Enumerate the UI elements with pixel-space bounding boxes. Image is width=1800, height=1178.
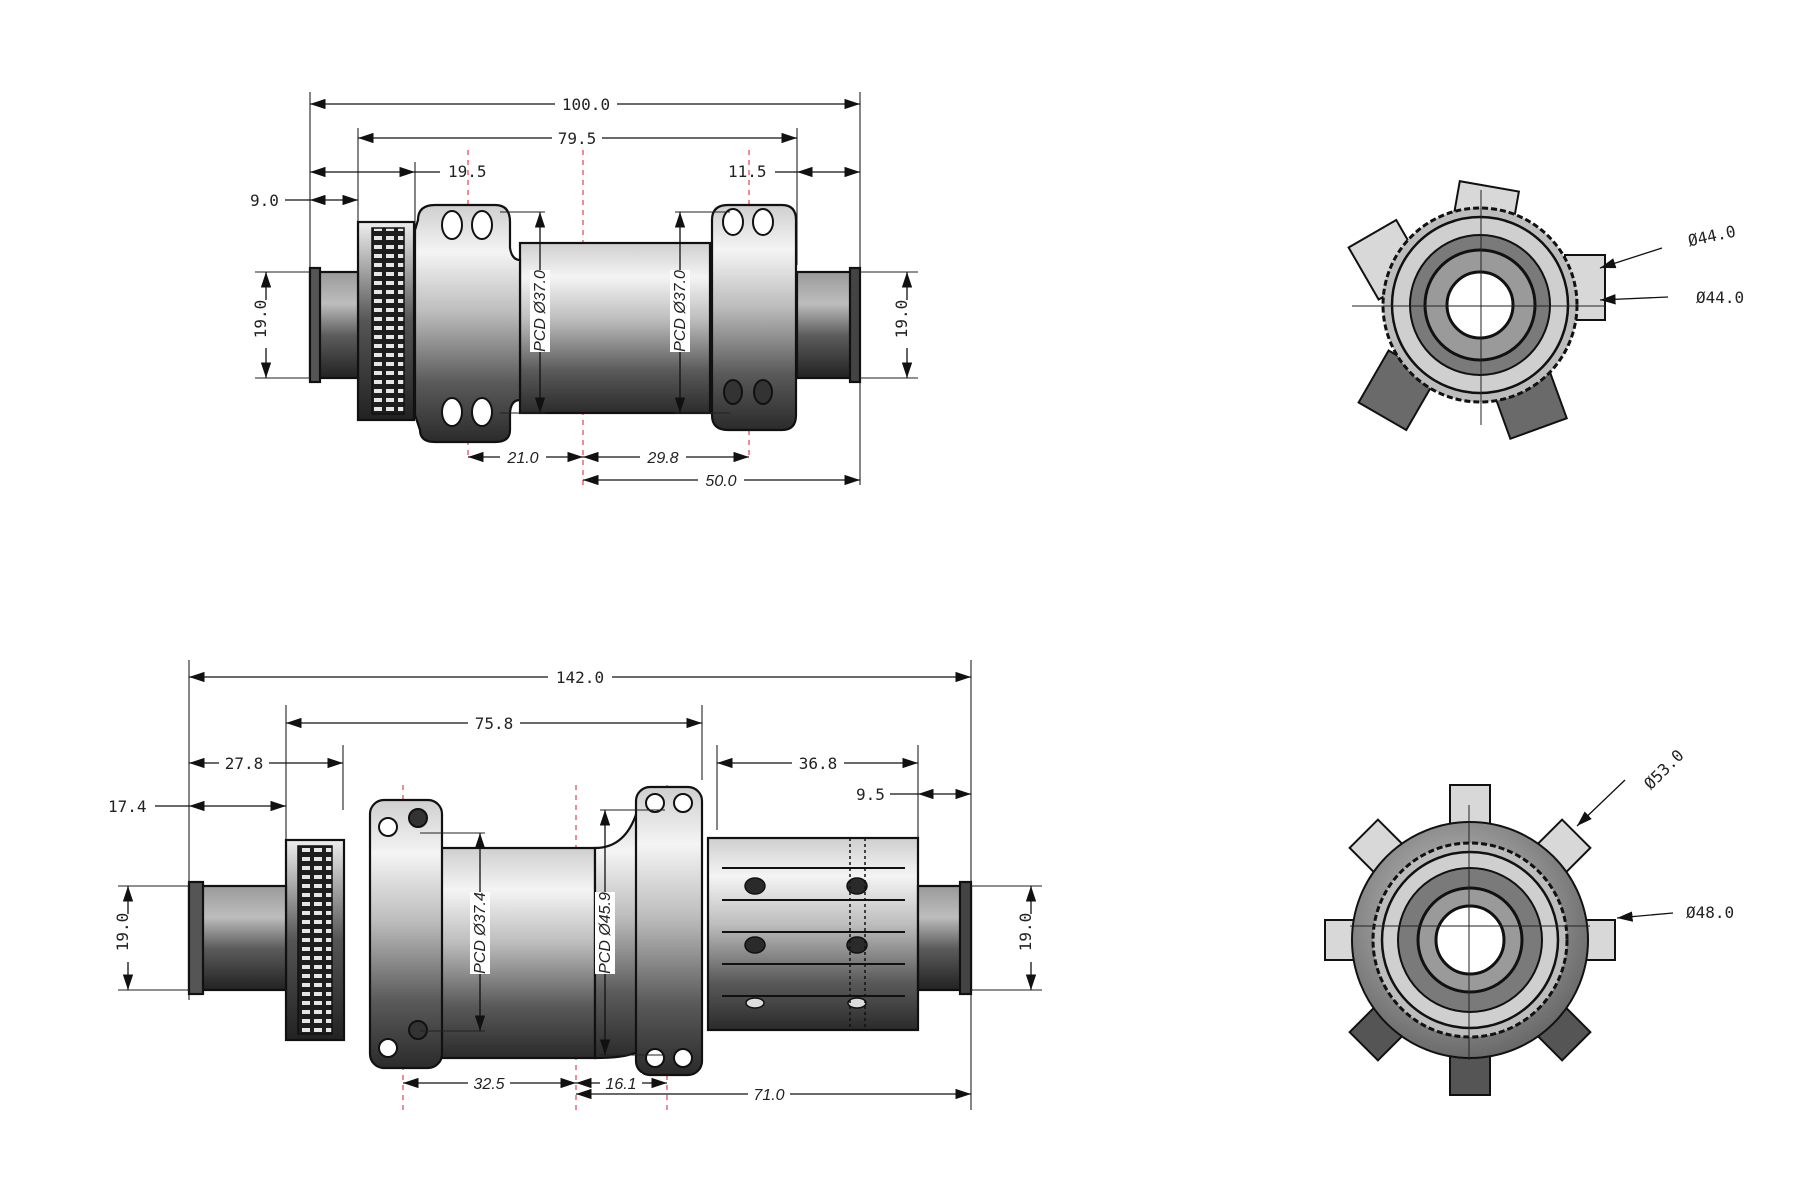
dim-front-overall-width: 100.0: [562, 95, 610, 114]
dim-rear-left-endcap: 17.4: [108, 797, 147, 816]
dim-front-flange-diameter: Ø44.0: [1696, 288, 1744, 307]
dim-rear-outer-diameter: Ø53.0: [1640, 746, 1687, 793]
dim-front-pcd-left: PCD Ø37.0: [532, 270, 549, 352]
dim-front-center-to-left-flange: 21.0: [506, 450, 538, 467]
dim-rear-pcd-left: PCD Ø37.4: [472, 892, 489, 974]
dim-rear-flange-spacing: 75.8: [475, 714, 514, 733]
dim-front-axle-left: 19.0: [251, 300, 270, 339]
dim-rear-axle-left: 19.0: [113, 913, 132, 952]
front-hub-side-view: 100.0 79.5 19.5 11.5 9.0 19.0 19.0: [250, 92, 918, 490]
rear-hub-end-view: Ø53.0 Ø48.0: [1324, 746, 1734, 1096]
dim-rear-flange-diameter: Ø48.0: [1686, 903, 1734, 922]
dim-front-flange-spacing: 79.5: [558, 129, 597, 148]
dim-front-left-flange-offset: 19.5: [448, 162, 487, 181]
dim-front-left-endcap: 9.0: [250, 191, 279, 210]
dim-front-center-to-right-flange: 29.8: [646, 450, 678, 467]
dim-rear-freehub-length: 36.8: [799, 754, 838, 773]
dim-rear-center-to-right-end: 71.0: [753, 1087, 784, 1104]
front-hub-end-view: Ø44.0 Ø44.0: [1347, 180, 1744, 441]
dim-rear-center-to-left-flange: 32.5: [473, 1076, 504, 1093]
dim-front-axle-right: 19.0: [892, 300, 911, 339]
dim-rear-overall-width: 142.0: [556, 668, 604, 687]
dim-front-pcd-right: PCD Ø37.0: [672, 270, 689, 352]
dim-rear-center-to-right-flange: 16.1: [605, 1076, 636, 1093]
dim-rear-axle-right: 19.0: [1016, 913, 1035, 952]
dim-rear-left-flange-offset: 27.8: [225, 754, 264, 773]
rear-hub-side-view: 142.0 75.8 27.8 17.4 36.8 9.5 19.0 19.0: [108, 660, 1042, 1110]
dim-front-right-flange-offset: 11.5: [728, 162, 767, 181]
dim-rear-pcd-right: PCD Ø45.9: [597, 892, 614, 974]
dim-rear-right-endcap: 9.5: [856, 785, 885, 804]
dim-front-center-to-right-end: 50.0: [705, 473, 736, 490]
dim-front-outer-diameter: Ø44.0: [1686, 222, 1737, 251]
